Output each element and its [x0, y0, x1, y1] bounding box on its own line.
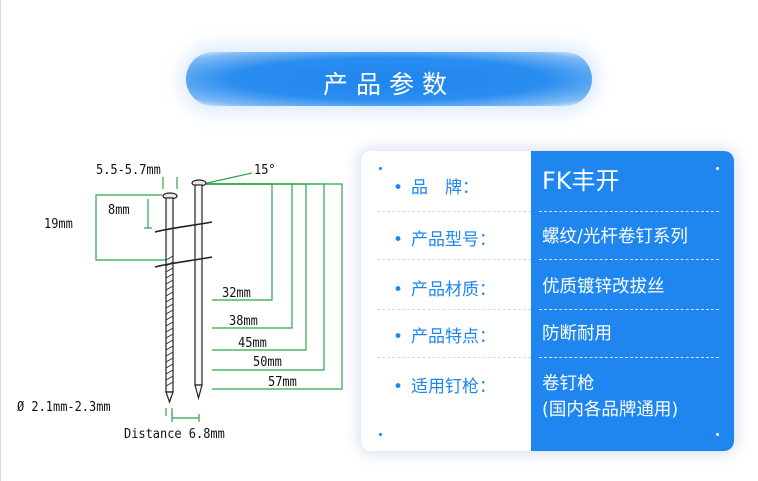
corner-dot — [379, 433, 382, 436]
spec-label-text: 产品特点： — [411, 327, 496, 347]
spec-label: • 产品特点： — [393, 322, 529, 347]
dim-38mm — [206, 183, 293, 329]
dim-32mm — [206, 183, 273, 301]
spec-value: 卷钉枪 — [542, 374, 595, 394]
spec-value: 螺纹/光杆卷钉系列 — [542, 227, 688, 247]
nail-diagram: 5.5-5.7mm 15° 19mm 8mm 32mm 38mm 45mm 50… — [0, 150, 360, 450]
spec-label-text: 品 牌： — [411, 178, 479, 198]
spec-value-note: (国内各品牌通用) — [542, 400, 679, 420]
nail-diagram-drawing — [95, 172, 343, 422]
spec-label: • 适用钉枪： — [393, 372, 529, 397]
smooth-nail — [191, 179, 207, 401]
length-label-38: 38mm — [229, 314, 258, 329]
spec-value: 优质镀锌改拔丝 — [542, 277, 665, 297]
row-divider — [539, 259, 719, 260]
bullet-icon: • — [393, 280, 404, 300]
shank-diameter-label: Ø 2.1mm-2.3mm — [17, 400, 111, 415]
spec-label: • 品 牌： — [393, 173, 529, 198]
title-banner: 产品参数 — [186, 52, 592, 106]
spec-value: FK丰开 — [542, 167, 620, 195]
corner-dot — [716, 433, 719, 436]
bullet-icon: • — [393, 230, 404, 250]
length-label-32: 32mm — [222, 286, 251, 301]
spec-value: 防断耐用 — [542, 324, 612, 344]
corner-dot — [716, 167, 719, 170]
threaded-nail — [162, 192, 178, 404]
collation-wires — [154, 221, 213, 268]
page-title: 产品参数 — [322, 70, 455, 99]
collation-gap-label: 8mm — [108, 203, 130, 218]
row-divider — [377, 211, 531, 212]
row-divider — [539, 309, 719, 310]
length-label-57: 57mm — [268, 375, 297, 390]
spec-label-text: 适用钉枪： — [411, 377, 496, 397]
bullet-icon: • — [393, 377, 404, 397]
spec-label: • 产品型号： — [393, 225, 529, 250]
row-divider — [539, 357, 719, 358]
left-divider — [0, 0, 1, 481]
spec-values-panel — [531, 151, 734, 451]
length-label-50: 50mm — [253, 355, 282, 370]
spec-card: • 品 牌： FK丰开 • 产品型号： 螺纹/光杆卷钉系列 • 产品材质： 优质镀锌改… — [361, 151, 734, 451]
bullet-icon: • — [393, 178, 404, 198]
row-divider — [539, 211, 719, 212]
dim-19mm-bracket — [95, 194, 168, 261]
bullet-icon: • — [393, 327, 404, 347]
length-label-45: 45mm — [238, 336, 267, 351]
spec-label-text: 产品材质： — [411, 280, 496, 300]
collation-length-label: 19mm — [44, 217, 73, 232]
spec-label-text: 产品型号： — [411, 230, 496, 250]
spec-label: • 产品材质： — [393, 275, 529, 300]
corner-dot — [379, 167, 382, 170]
head-diameter-label: 5.5-5.7mm — [96, 163, 161, 178]
row-divider — [377, 309, 531, 310]
distance-label: Distance 6.8mm — [124, 427, 225, 442]
angle-label: 15° — [254, 163, 276, 178]
row-divider — [377, 357, 531, 358]
row-divider — [377, 259, 531, 260]
dim-57mm — [206, 183, 343, 390]
